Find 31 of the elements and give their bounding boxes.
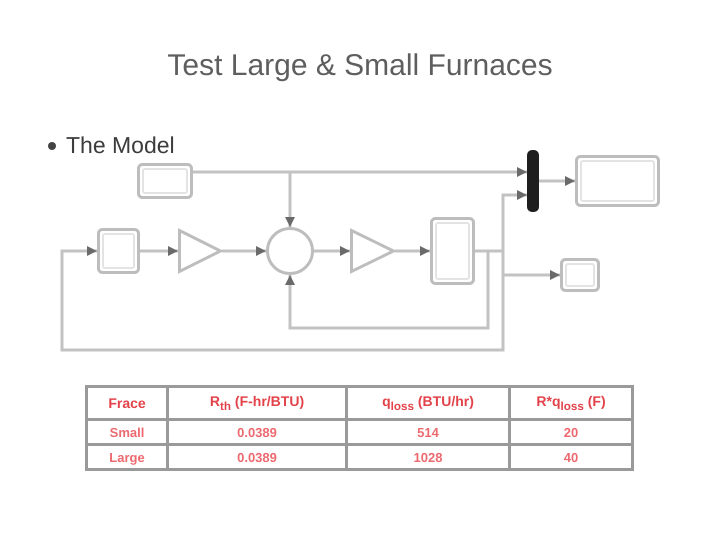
- column-header: R$_{th}$ (F-hr/BTU): [210, 393, 304, 410]
- signal-arrow: [314, 246, 350, 256]
- table-value: 20: [564, 424, 578, 440]
- bullet-text: The Model: [66, 131, 175, 159]
- column-header: R*q$_{loss}$ (F): [536, 393, 606, 410]
- column-header: Frace: [108, 395, 146, 411]
- table-value: 1028: [414, 450, 442, 464]
- table-value: 514: [417, 424, 439, 440]
- block: [137, 163, 193, 199]
- block: [97, 228, 140, 274]
- block: [560, 258, 600, 292]
- signal-arrow: [285, 250, 490, 330]
- gain-triangle: [178, 229, 222, 273]
- column-header: q$_{loss}$ (BTU/hr): [382, 393, 474, 410]
- mux-bar: [527, 150, 539, 212]
- signal-arrow: [222, 246, 266, 256]
- signal-arrow: [395, 246, 430, 256]
- signal-arrow: [60, 246, 504, 352]
- signal-arrow: [539, 176, 575, 186]
- signal-arrow: [140, 246, 178, 256]
- slide-title: Test Large & Small Furnaces: [167, 48, 553, 84]
- sum-circle: [266, 227, 314, 275]
- signal-arrow: [193, 167, 527, 177]
- gain-triangle: [350, 229, 395, 273]
- block: [430, 217, 475, 285]
- block: [575, 155, 660, 207]
- row-header: Large: [109, 450, 145, 464]
- table-value: 0.0389: [237, 424, 277, 440]
- row-header: Small: [110, 424, 144, 440]
- table-value: 0.0389: [237, 450, 277, 464]
- table-value: 40: [564, 450, 578, 464]
